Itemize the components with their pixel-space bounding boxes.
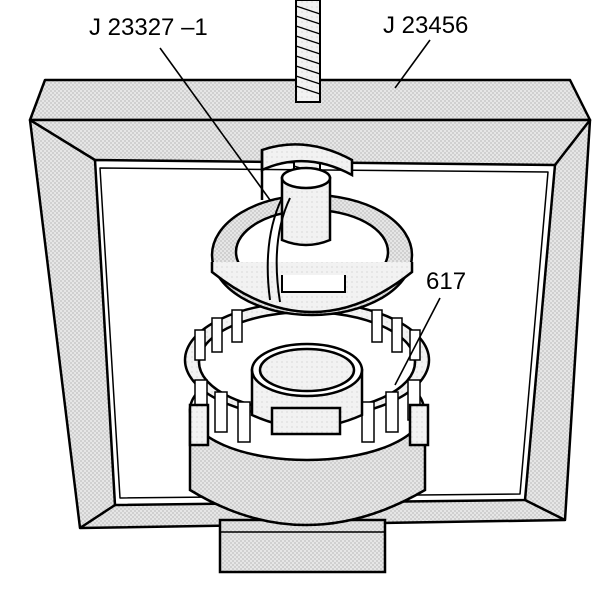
leader-tool-press — [394, 39, 431, 89]
spring-compressor-tool — [210, 143, 414, 317]
leader-lines — [159, 39, 441, 386]
callout-tool-press: J 23456 — [383, 12, 469, 39]
press-base-block — [218, 518, 387, 574]
callout-tool-remover: J 23327 –1 — [89, 14, 208, 41]
clutch-housing — [183, 300, 431, 527]
leader-part-617 — [394, 297, 441, 386]
leader-tool-remover — [159, 47, 271, 201]
callout-part-617: 617 — [426, 268, 467, 295]
